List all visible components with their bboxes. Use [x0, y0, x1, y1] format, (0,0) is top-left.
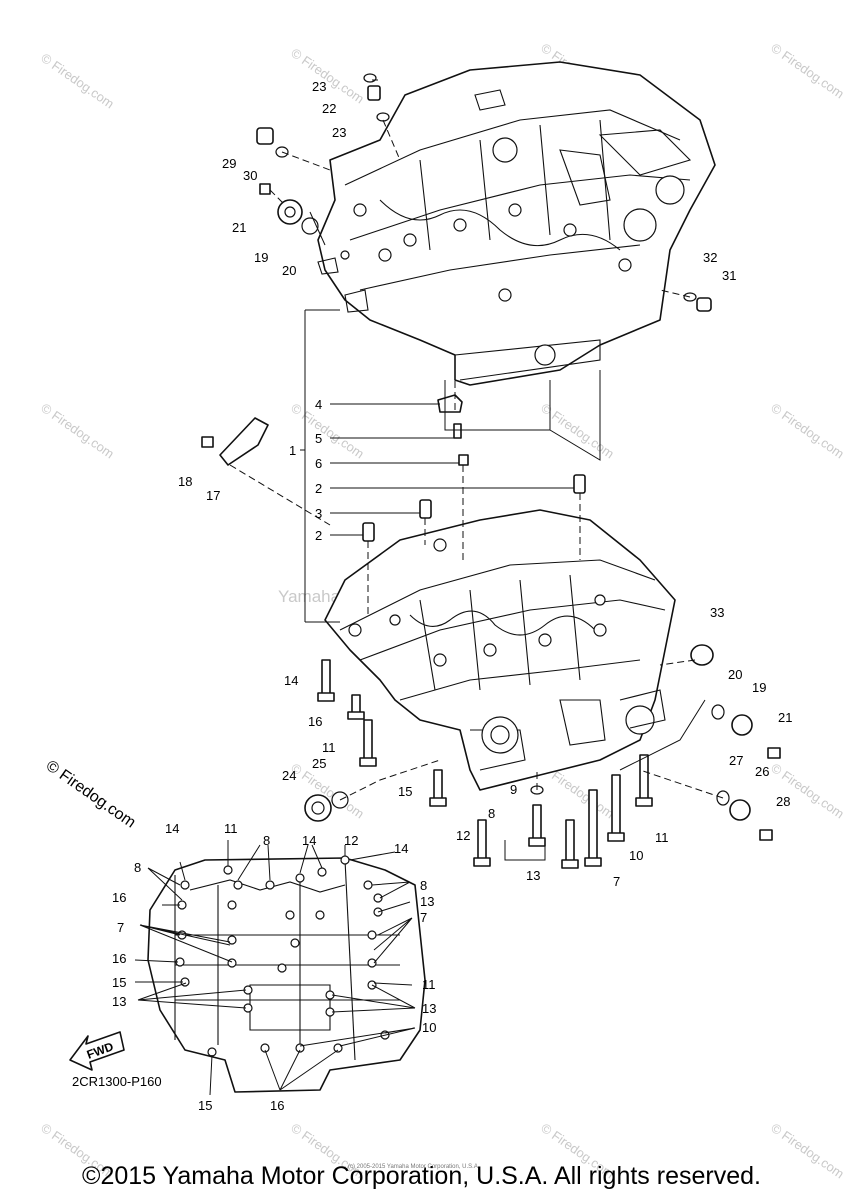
callout-label: 12: [456, 828, 470, 843]
callout-label: 16: [270, 1098, 284, 1113]
callout-label: 11: [655, 830, 669, 845]
callout-label: 7: [117, 920, 124, 935]
watermark: © Firedog.com: [38, 50, 117, 111]
lower-crankcase: [324, 509, 676, 791]
callout-label: 10: [422, 1020, 436, 1035]
watermark: © Firedog.com: [288, 45, 367, 106]
callout-label: 23: [312, 79, 326, 94]
watermark: © Firedog.com: [768, 400, 843, 461]
callout-label: 2: [315, 481, 322, 496]
callout-label: 13: [112, 994, 126, 1009]
callout-label: 11: [224, 821, 238, 836]
callout-label: 13: [420, 894, 434, 909]
callout-label: 13: [526, 868, 540, 883]
callout-label: 8: [488, 806, 495, 821]
callout-label: 19: [254, 250, 268, 265]
callout-label: 2: [315, 528, 322, 543]
small-parts: [201, 73, 781, 869]
callout-label: 13: [422, 1001, 436, 1016]
callout-label: 27: [729, 753, 743, 768]
inset-bottom-view: [69, 840, 426, 1096]
callout-label: 22: [322, 101, 336, 116]
callout-label: 28: [776, 794, 790, 809]
callout-label: 33: [710, 605, 724, 620]
callout-label: 32: [703, 250, 717, 265]
upper-crankcase: [317, 61, 716, 386]
callout-label: 10: [629, 848, 643, 863]
callout-label: 16: [112, 951, 126, 966]
callout-label: 16: [308, 714, 322, 729]
callout-label: 26: [755, 764, 769, 779]
callout-label: 1: [289, 443, 296, 458]
callout-label: 4: [315, 397, 322, 412]
callout-label: 20: [728, 667, 742, 682]
callout-label: 17: [206, 488, 220, 503]
callout-label: 14: [284, 673, 298, 688]
callout-label: 15: [112, 975, 126, 990]
callout-labels: 23 22 23 29 30 21 19 20 32 31 4 5 1 6 2 …: [112, 79, 792, 1113]
callout-label: 14: [302, 833, 316, 848]
copyright-notice: ©2015 Yamaha Motor Corporation, U.S.A. A…: [82, 1162, 761, 1190]
callout-label: 16: [112, 890, 126, 905]
callout-label: 21: [232, 220, 246, 235]
callout-label: 31: [722, 268, 736, 283]
callout-label: 14: [394, 841, 408, 856]
callout-label: 20: [282, 263, 296, 278]
small-notice: (c) 2005-2015 Yamaha Motor Corporation, …: [348, 1164, 480, 1170]
watermark: © Firedog.com: [288, 400, 367, 461]
callout-label: 9: [510, 782, 517, 797]
callout-label: 7: [420, 910, 427, 925]
callout-label: 15: [198, 1098, 212, 1113]
callout-label: 19: [752, 680, 766, 695]
leader-lines: [229, 79, 724, 861]
callout-label: 21: [778, 710, 792, 725]
callout-label: 29: [222, 156, 236, 171]
callout-label: 11: [422, 977, 436, 992]
callout-label: 25: [312, 756, 326, 771]
callout-label: 15: [398, 784, 412, 799]
callout-label: 8: [420, 878, 427, 893]
callout-label: 5: [315, 431, 322, 446]
diagram-code: 2CR1300-P160: [72, 1074, 162, 1089]
callout-label: 18: [178, 474, 192, 489]
firedog-brand: © Firedog.com: [43, 757, 139, 831]
callout-label: 8: [263, 833, 270, 848]
callout-label: 23: [332, 125, 346, 140]
callout-label: 8: [134, 860, 141, 875]
callout-label: 24: [282, 768, 296, 783]
watermark: © Firedog.com: [768, 760, 843, 821]
callout-label: 6: [315, 456, 322, 471]
watermark: © Firedog.com: [38, 400, 117, 461]
callout-label: 3: [315, 506, 322, 521]
callout-label: 12: [344, 833, 358, 848]
callout-label: 7: [613, 874, 620, 889]
watermark: © Firedog.com: [768, 40, 843, 101]
callout-label: 30: [243, 168, 257, 183]
callout-label: 11: [322, 740, 336, 755]
callout-label: 14: [165, 821, 179, 836]
